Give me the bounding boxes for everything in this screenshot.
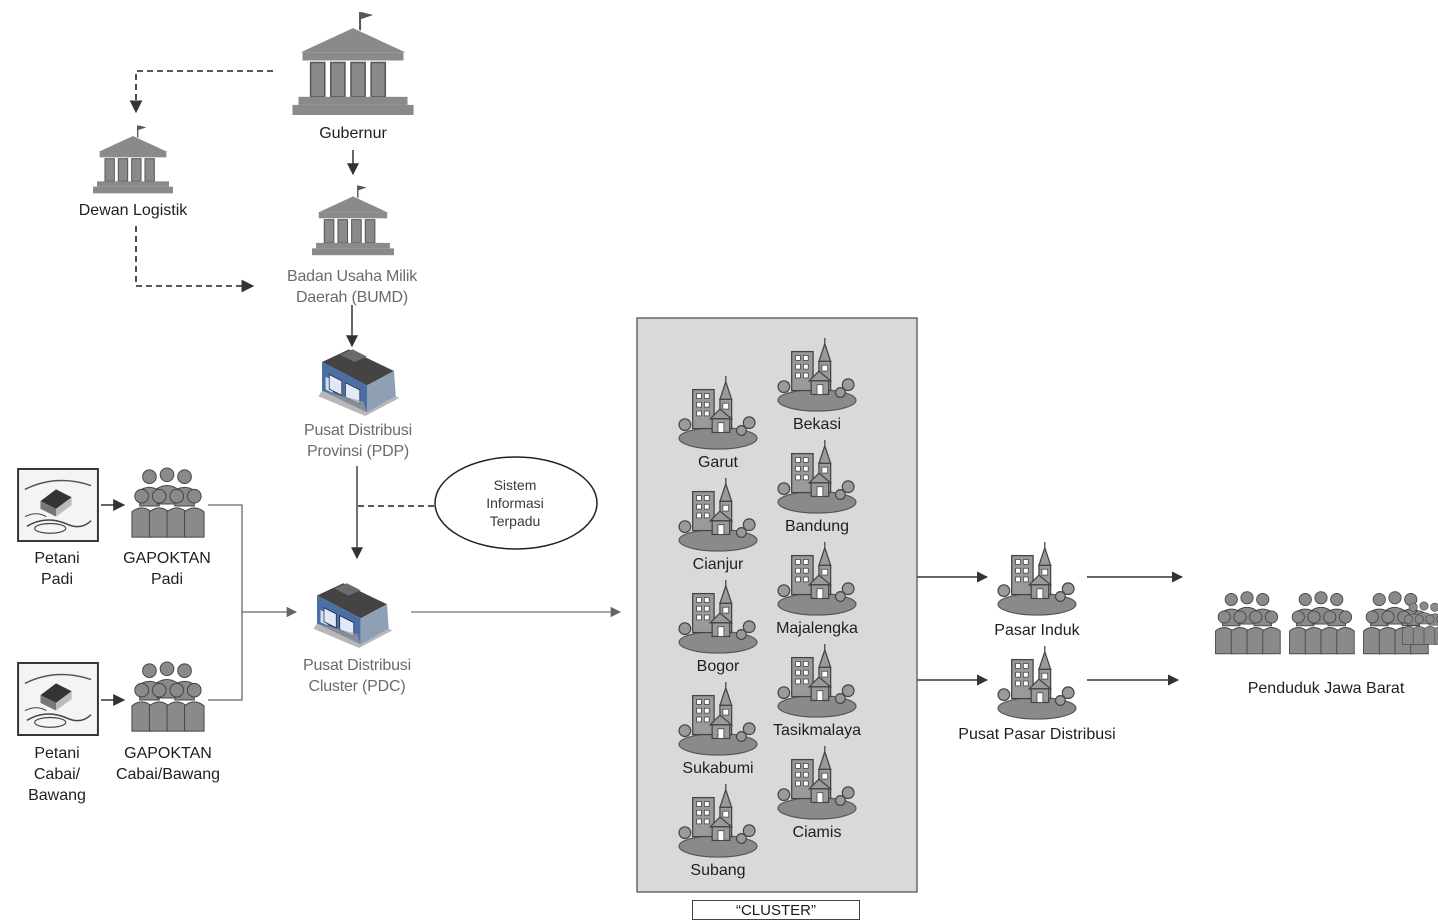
gapoktan-padi-people-icon xyxy=(131,467,205,538)
penduduk-label: Penduduk Jawa Barat xyxy=(1247,680,1405,697)
cluster-city-label: Bogor xyxy=(696,658,740,675)
pdc-label: Pusat Distribusi Cluster (PDC) xyxy=(303,657,411,695)
gubernur-to-dewan-connector xyxy=(129,70,273,114)
bumd-label: Badan Usaha Milik Daerah (BUMD) xyxy=(287,268,417,306)
pdc-warehouse-icon xyxy=(313,582,393,648)
petani-padi-farm-icon xyxy=(17,468,99,542)
petani-cabai-label: Petani Cabai/ Bawang xyxy=(28,745,86,804)
cluster-city-label: Majalengka xyxy=(776,620,858,637)
sistem-informasi-ellipse xyxy=(434,456,598,550)
dewan-logistik-government-icon xyxy=(92,124,174,194)
cluster-panel xyxy=(636,317,918,893)
dewan-logistik-label: Dewan Logistik xyxy=(78,202,188,219)
gapoktan-cabai-people-icon xyxy=(131,661,205,732)
cluster-city-label: Cianjur xyxy=(692,556,744,573)
cluster-city-label: Bandung xyxy=(784,518,850,535)
penduduk-people-icons xyxy=(1214,590,1438,655)
dewan-to-bumd-connector xyxy=(135,226,255,293)
gubernur-government-icon xyxy=(292,11,414,116)
pdp-label: Pusat Distribusi Provinsi (PDP) xyxy=(304,422,412,460)
cluster-city-label: Garut xyxy=(697,454,738,471)
bumd-government-icon xyxy=(312,184,394,256)
petani-padi-label: Petani Padi xyxy=(34,550,80,588)
cluster-city-label: Sukabumi xyxy=(682,760,754,777)
cluster-tag: “CLUSTER” xyxy=(692,900,860,920)
sistem-informasi-label: Sistem Informasi Terpadu xyxy=(486,477,544,529)
pasar-induk-label: Pasar Induk xyxy=(994,622,1080,639)
pasar-induk-city-icon xyxy=(997,541,1077,616)
gubernur-label: Gubernur xyxy=(319,125,387,142)
petani-cabai-farm-icon xyxy=(17,662,99,736)
gapoktan-bracket-connector xyxy=(208,504,296,701)
gapoktan-padi-label: GAPOKTAN Padi xyxy=(123,550,211,588)
cluster-city-label: Tasikmalaya xyxy=(772,722,862,739)
pusat-pasar-distribusi-city-icon xyxy=(997,645,1077,720)
cluster-city-label: Subang xyxy=(690,862,746,879)
cluster-city-label: Ciamis xyxy=(792,824,842,841)
gapoktan-cabai-label: GAPOKTAN Cabai/Bawang xyxy=(115,745,221,783)
pdp-warehouse-icon xyxy=(317,348,400,416)
pusat-pasar-distribusi-label: Pusat Pasar Distribusi xyxy=(958,726,1116,743)
cluster-city-label: Bekasi xyxy=(792,416,842,433)
